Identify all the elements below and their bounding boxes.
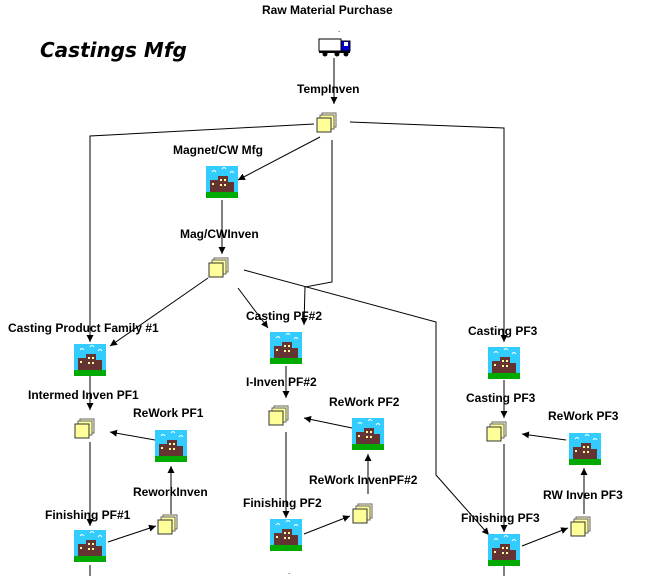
label-finishing-pf1: Finishing PF#1 bbox=[45, 508, 131, 522]
label-finishing-pf2: Finishing PF2 bbox=[243, 496, 322, 510]
label-casting-pf3: Casting PF3 bbox=[468, 324, 538, 338]
edge-temp-pf1 bbox=[86, 123, 315, 342]
edge-maginven-pf2 bbox=[237, 287, 269, 329]
edge-fin1-reworkinven bbox=[107, 524, 157, 543]
edge-temp-magnet bbox=[237, 136, 321, 181]
factory-icon[interactable] bbox=[569, 433, 601, 465]
inventory-icon[interactable] bbox=[157, 514, 179, 536]
label-rework-inven: ReworkInven bbox=[133, 485, 208, 499]
inventory-icon[interactable] bbox=[74, 418, 96, 440]
svg-text:.: . bbox=[288, 567, 290, 576]
label-rework-pf3: ReWork PF3 bbox=[548, 409, 619, 423]
factory-icon[interactable] bbox=[155, 430, 187, 462]
label-casting-pf1: Casting Product Family #1 bbox=[8, 321, 159, 335]
edge-temp-pf3 bbox=[349, 121, 508, 342]
factory-icon[interactable] bbox=[74, 344, 106, 376]
label-rework-pf2: ReWork PF2 bbox=[329, 395, 400, 409]
inventory-icon[interactable] bbox=[208, 257, 230, 279]
factory-icon[interactable] bbox=[270, 519, 302, 551]
factory-icon[interactable] bbox=[74, 530, 106, 562]
diagram-title: Castings Mfg bbox=[40, 38, 187, 62]
inventory-icon[interactable] bbox=[486, 421, 508, 443]
edge-maginven-pf1 bbox=[109, 277, 209, 347]
truck-icon[interactable] bbox=[318, 36, 352, 58]
inventory-icon[interactable] bbox=[316, 112, 338, 134]
label-rework-pf1: ReWork PF1 bbox=[133, 406, 204, 420]
edge-rework3-pf3inven bbox=[521, 431, 567, 441]
label-finishing-pf3: Finishing PF3 bbox=[461, 511, 540, 525]
label-rw-inven-pf3: RW Inven PF3 bbox=[543, 488, 623, 502]
inventory-icon[interactable] bbox=[570, 516, 592, 538]
edge-temp-pf2 bbox=[300, 140, 333, 326]
label-casting-pf3-inven: Casting PF3 bbox=[466, 391, 536, 405]
edge-rework1-intermed bbox=[109, 429, 156, 441]
factory-icon[interactable] bbox=[488, 534, 520, 566]
label-i-inven-pf2: I-Inven PF#2 bbox=[246, 375, 317, 389]
edge-rework2-iinven bbox=[303, 416, 353, 429]
inventory-icon[interactable] bbox=[352, 503, 374, 525]
label-magnet-cw-mfg: Magnet/CW Mfg bbox=[173, 143, 263, 157]
label-temp-inven: TempInven bbox=[297, 82, 360, 96]
edge-maginven-fin3 bbox=[243, 269, 490, 536]
label-raw-material: Raw Material Purchase bbox=[262, 3, 393, 17]
label-mag-cw-inven: Mag/CWInven bbox=[180, 227, 259, 241]
factory-icon[interactable] bbox=[206, 166, 238, 198]
edge-fin2-reworkinven2 bbox=[303, 515, 351, 535]
factory-icon[interactable] bbox=[488, 347, 520, 379]
factory-icon[interactable] bbox=[352, 418, 384, 450]
label-casting-pf2: Casting PF#2 bbox=[246, 309, 323, 323]
label-intermed-inven-pf1: Intermed Inven PF1 bbox=[28, 388, 139, 402]
label-rework-inven-pf2: ReWork InvenPF#2 bbox=[309, 473, 418, 487]
factory-icon[interactable] bbox=[270, 332, 302, 364]
svg-text:.: . bbox=[338, 25, 340, 34]
inventory-icon[interactable] bbox=[268, 405, 290, 427]
edge-fin3-rwinven3 bbox=[521, 527, 569, 547]
